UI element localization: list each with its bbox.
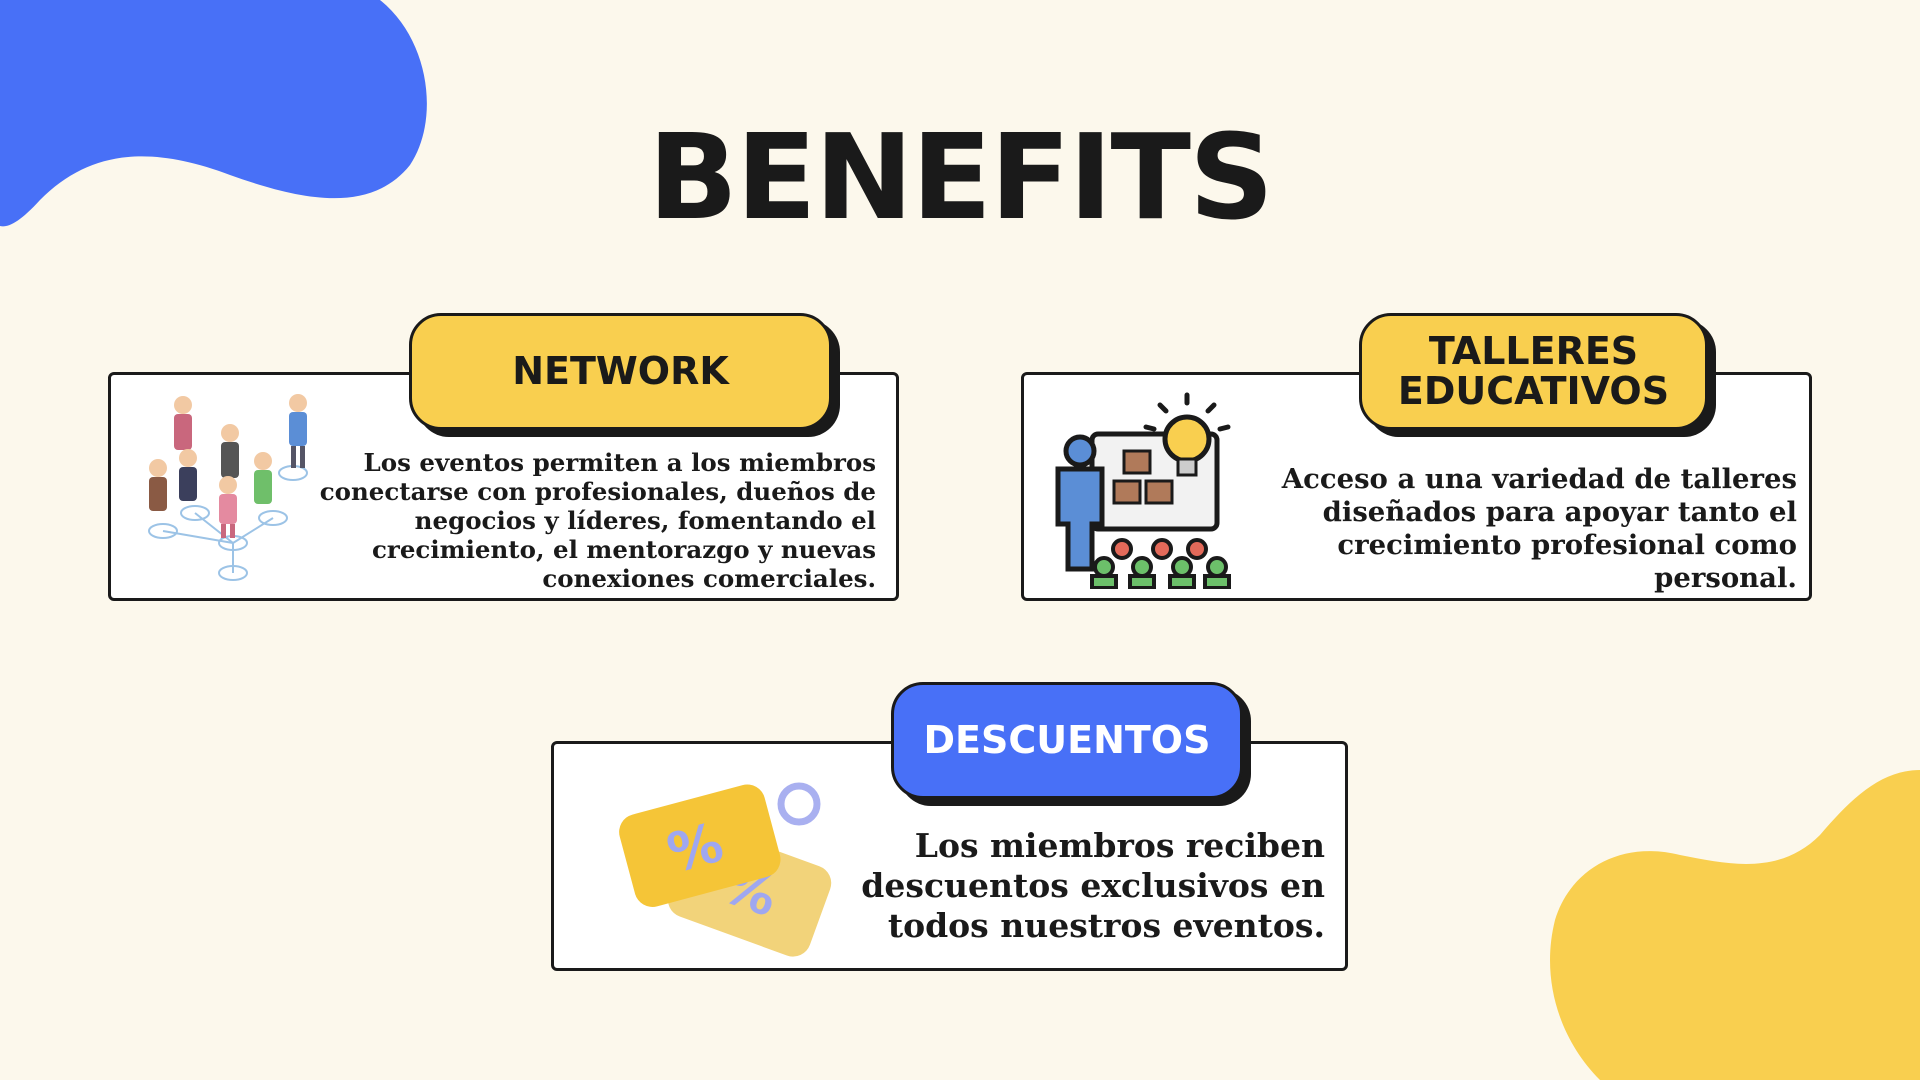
network-description: Los eventos permiten a los miembros cone…	[319, 448, 876, 593]
yellow-blob-decoration	[1550, 770, 1920, 1080]
network-tab: NETWORK	[409, 313, 832, 430]
workshop-presentation-icon	[1055, 392, 1231, 589]
talleres-tab: TALLERES EDUCATIVOS	[1359, 313, 1708, 430]
page-title: BENEFITS	[648, 108, 1274, 246]
descuentos-tab: DESCUENTOS	[891, 682, 1243, 799]
networking-people-icon	[148, 394, 308, 581]
blue-blob-decoration	[0, 0, 427, 227]
discount-tag-icon: % %	[619, 782, 832, 957]
descuentos-description: Los miembros reciben descuentos exclusiv…	[861, 826, 1325, 945]
network-tab-label: NETWORK	[512, 348, 729, 393]
talleres-tab-label: TALLERES EDUCATIVOS	[1397, 328, 1670, 413]
descuentos-tab-label: DESCUENTOS	[923, 717, 1211, 762]
talleres-description: Acceso a una variedad de talleres diseña…	[1281, 463, 1797, 594]
